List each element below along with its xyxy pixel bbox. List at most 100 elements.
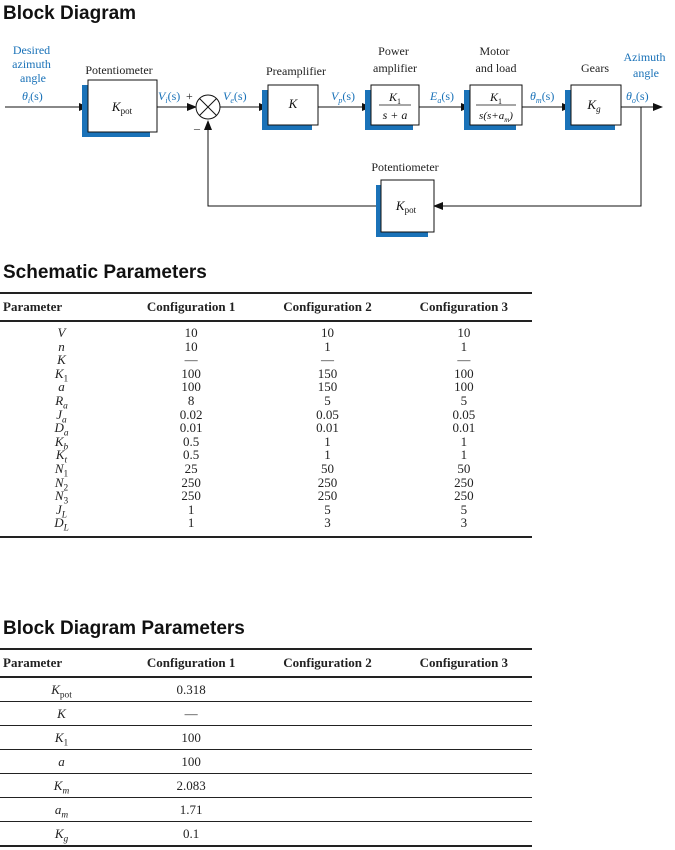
- value-cell: [259, 677, 395, 702]
- table-header-row: Parameter Configuration 1 Configuration …: [0, 293, 532, 321]
- value-cell: 1: [460, 338, 468, 354]
- value-cell: 50: [320, 460, 334, 476]
- svg-text:Potentiometer: Potentiometer: [371, 160, 438, 174]
- svg-text:Gears: Gears: [581, 61, 609, 75]
- preamplifier-block: Preamplifier K: [262, 64, 326, 130]
- svg-text:Motor and load: Motor and load: [476, 44, 517, 75]
- value-cell: 0.01: [452, 420, 476, 436]
- value-cell: 5: [324, 392, 331, 408]
- column-header: Configuration 2: [283, 299, 372, 314]
- column-header: Configuration 2: [283, 655, 372, 670]
- power-amplifier-block: Power amplifier K1 s + a: [365, 44, 420, 130]
- value-cell: 1: [324, 338, 331, 354]
- value-cell: 100: [123, 749, 260, 774]
- value-cell: 100: [123, 725, 260, 750]
- signal-theta-m: θm(s): [530, 89, 554, 105]
- value-cell: 0.05: [316, 406, 339, 422]
- gears-block: Gears Kg: [565, 61, 622, 130]
- value-cell: 1: [460, 433, 468, 449]
- value-cell: —: [320, 352, 334, 368]
- block-diagram-parameters-table: Parameter Configuration 1 Configuration …: [0, 648, 532, 847]
- output-label: Azimuth angle: [624, 50, 669, 80]
- heading-block-diagram-parameters: Block Diagram Parameters: [3, 618, 245, 639]
- column-header: Configuration 1: [146, 299, 236, 314]
- value-cell: [259, 821, 396, 846]
- parameter-cell: Ra: [55, 392, 68, 412]
- value-cell: 250: [454, 474, 474, 490]
- svg-text:Potentiometer: Potentiometer: [85, 63, 152, 77]
- value-cell: 1: [187, 501, 195, 517]
- parameter-cell: a: [0, 749, 123, 774]
- feedback-potentiometer-block: Potentiometer Kpot: [371, 160, 439, 237]
- block-diagram: Desired azimuth angle θi(s) Azimuth angl…: [5, 43, 669, 237]
- column-header: Parameter: [3, 299, 63, 314]
- parameter-cell: Kg: [0, 821, 123, 846]
- table-row: K—: [0, 701, 532, 726]
- value-cell: 10: [184, 325, 198, 340]
- potentiometer-block: Potentiometer Kpot: [82, 63, 158, 137]
- value-cell: 5: [460, 501, 468, 517]
- parameter-cell: JL: [56, 501, 67, 521]
- parameter-cell: K: [0, 701, 123, 726]
- sum-minus-sign: –: [193, 121, 201, 135]
- value-cell: 100: [454, 365, 474, 381]
- input-signal: θi(s): [22, 89, 43, 105]
- value-cell: 0.02: [179, 406, 203, 422]
- svg-text:s + a: s + a: [383, 108, 408, 122]
- value-cell: —: [184, 352, 198, 368]
- svg-text:K: K: [288, 96, 299, 111]
- parameter-cell: Ja: [56, 406, 67, 426]
- column-header: Configuration 1: [146, 655, 236, 670]
- svg-text:K1: K1: [489, 90, 502, 106]
- parameter-cell: am: [0, 797, 123, 822]
- parameter-cell: Da: [54, 420, 69, 439]
- signal-ve: Ve(s): [223, 89, 247, 105]
- parameter-cell: Kpot: [51, 681, 72, 701]
- value-cell: 0.318: [176, 681, 206, 697]
- svg-text:Kpot: Kpot: [111, 99, 133, 116]
- signal-ea: Ea(s): [429, 89, 454, 105]
- heading-block-diagram: Block Diagram: [3, 3, 137, 24]
- parameter-cell: K1: [54, 365, 69, 385]
- value-cell: 3: [324, 515, 331, 531]
- value-cell: 100: [454, 379, 474, 395]
- sum-plus-sign: +: [186, 89, 193, 103]
- value-cell: 2.083: [123, 773, 260, 798]
- value-cell: 0.5: [183, 447, 200, 463]
- value-cell: [259, 725, 396, 750]
- value-cell: 250: [454, 488, 474, 504]
- value-cell: 5: [460, 392, 468, 408]
- value-cell: [395, 773, 532, 798]
- motor-and-load-block: Motor and load K1 s(s+am): [464, 44, 523, 130]
- value-cell: 25: [184, 460, 198, 476]
- parameter-cell: Kt: [55, 447, 68, 466]
- value-cell: [395, 797, 532, 822]
- parameter-cell: Km: [0, 773, 123, 798]
- value-cell: 1: [187, 515, 195, 531]
- value-cell: 100: [181, 379, 201, 395]
- signal-vp: Vp(s): [331, 89, 355, 105]
- parameter-cell: K1: [0, 725, 123, 750]
- value-cell: 0.01: [179, 420, 203, 436]
- column-header: Configuration 3: [419, 299, 509, 314]
- signal-vi: Vi(s): [158, 89, 180, 105]
- value-cell: 1.71: [123, 797, 260, 822]
- input-label: Desired azimuth angle: [12, 43, 54, 85]
- value-cell: 250: [317, 474, 338, 490]
- table-row: Kpot 0.318: [0, 677, 532, 702]
- parameter-cell: K: [57, 352, 66, 368]
